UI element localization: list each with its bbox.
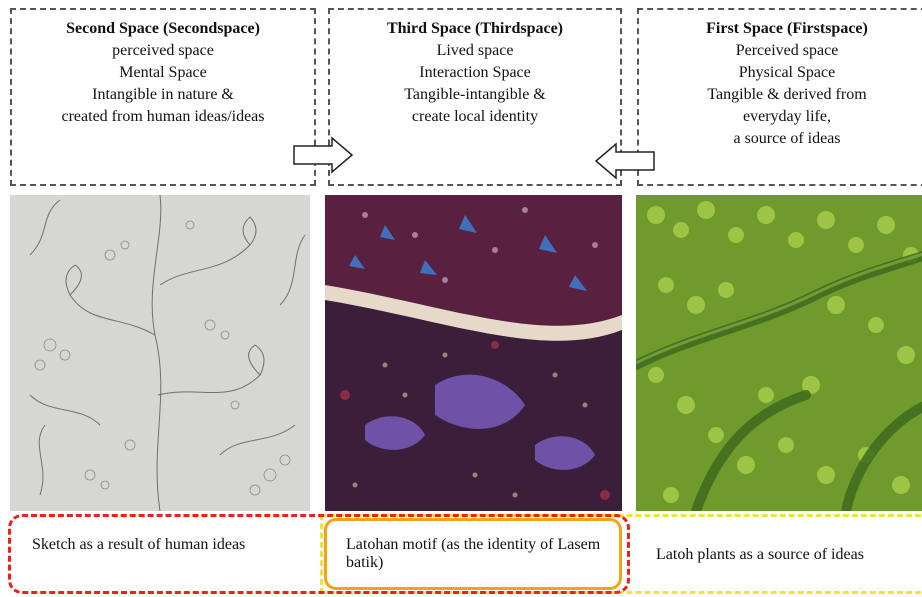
second-space-line: Intangible in nature & (12, 84, 314, 106)
second-space-box: Second Space (Secondspace) perceived spa… (10, 8, 316, 186)
first-space-box: First Space (Firstspace) Perceived space… (637, 8, 922, 186)
third-space-box: Third Space (Thirdspace) Lived space Int… (328, 8, 622, 186)
third-space-line: Lived space (330, 40, 620, 62)
third-space-line: Interaction Space (330, 62, 620, 84)
sketch-photo (10, 195, 310, 511)
batik-photo (325, 195, 622, 511)
sketch-caption: Sketch as a result of human ideas (32, 536, 292, 554)
first-space-line: Perceived space (639, 40, 922, 62)
third-space-line: create local identity (330, 106, 620, 128)
arrow-left-icon (594, 142, 656, 180)
second-space-line: Mental Space (12, 62, 314, 84)
latoh-caption: Latoh plants as a source of ideas (656, 546, 922, 564)
first-space-line: Physical Space (639, 62, 922, 84)
first-space-line: a source of ideas (639, 128, 922, 150)
second-space-line: perceived space (12, 40, 314, 62)
first-space-line: everyday life, (639, 106, 922, 128)
third-space-line: Tangible-intangible & (330, 84, 620, 106)
third-space-title: Third Space (Thirdspace) (330, 18, 620, 40)
second-space-title: Second Space (Secondspace) (12, 18, 314, 40)
first-space-line: Tangible & derived from (639, 84, 922, 106)
first-space-title: First Space (Firstspace) (639, 18, 922, 40)
arrow-right-icon (292, 136, 354, 174)
latoh-plant-photo (636, 195, 922, 511)
batik-caption: Latohan motif (as the identity of Lasem … (346, 536, 616, 572)
second-space-line: created from human ideas/ideas (12, 106, 314, 128)
